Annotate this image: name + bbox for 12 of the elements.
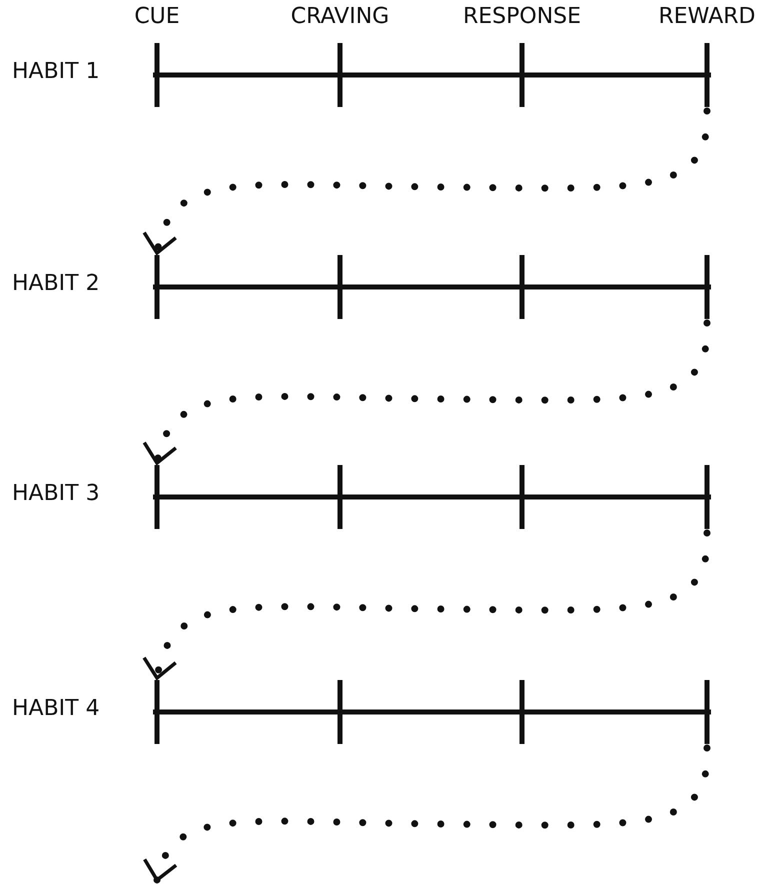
column-label: RESPONSE bbox=[462, 4, 582, 29]
column-label: CUE bbox=[134, 4, 180, 29]
dotted-arrow bbox=[144, 530, 710, 682]
dotted-arrow bbox=[144, 108, 710, 256]
row-label: HABIT 2 bbox=[12, 271, 100, 296]
row-label: HABIT 1 bbox=[12, 59, 100, 84]
row-label: HABIT 3 bbox=[12, 481, 100, 506]
column-label: REWARD bbox=[658, 4, 756, 29]
dotted-arrow bbox=[144, 320, 710, 466]
row-label: HABIT 4 bbox=[12, 696, 100, 721]
dotted-arrow bbox=[144, 744, 710, 884]
column-label: CRAVING bbox=[290, 4, 390, 29]
